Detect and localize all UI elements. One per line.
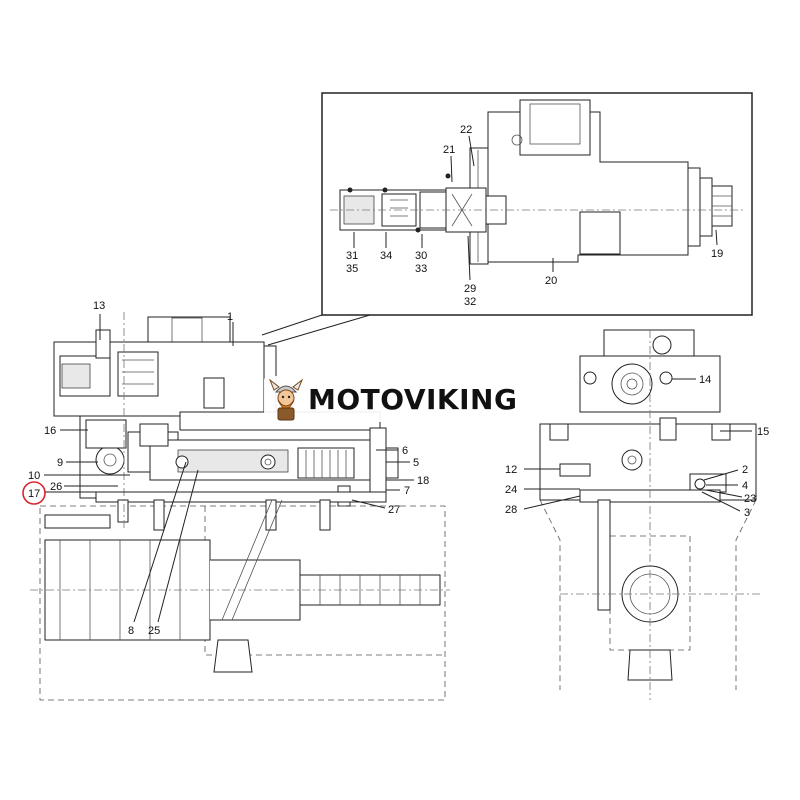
callout-32: 32 — [464, 296, 476, 308]
callout-labels: 22 21 31 35 34 30 33 29 32 20 19 13 1 16… — [28, 124, 769, 637]
solenoid-detail-inset — [261, 92, 753, 346]
callout-5: 5 — [413, 457, 419, 469]
callout-10: 10 — [28, 470, 40, 482]
callout-24: 24 — [505, 484, 517, 496]
callout-13: 13 — [93, 300, 105, 312]
callout-18: 18 — [417, 475, 429, 487]
viking-warrior-icon — [268, 378, 304, 421]
callout-30: 30 — [415, 250, 427, 262]
front-view-leader-lines — [523, 378, 752, 512]
callout-9: 9 — [57, 457, 63, 469]
callout-15: 15 — [757, 426, 769, 438]
callout-26: 26 — [50, 481, 62, 493]
callout-12: 12 — [505, 464, 517, 476]
callout-6: 6 — [402, 445, 408, 457]
callout-3: 3 — [744, 507, 750, 519]
pump-side-view — [30, 312, 450, 701]
callout-35: 35 — [346, 263, 358, 275]
callout-34: 34 — [380, 250, 392, 262]
brand-name: MOTOVIKING — [308, 383, 518, 416]
callout-25: 25 — [148, 625, 160, 637]
callout-27: 27 — [388, 504, 400, 516]
highlight-circle-17 — [22, 481, 46, 505]
callout-33: 33 — [415, 263, 427, 275]
callout-16: 16 — [44, 425, 56, 437]
callout-31: 31 — [346, 250, 358, 262]
callout-20: 20 — [545, 275, 557, 287]
callout-2: 2 — [742, 464, 748, 476]
brand-banner — [264, 376, 534, 422]
callout-29: 29 — [464, 283, 476, 295]
callout-14: 14 — [699, 374, 711, 386]
callout-23: 23 — [744, 493, 756, 505]
callout-17: 17 — [28, 488, 40, 500]
callout-7: 7 — [404, 485, 410, 497]
callout-28: 28 — [505, 504, 517, 516]
callout-1: 1 — [227, 311, 233, 323]
pump-front-view — [539, 329, 760, 700]
main-view-leader-lines — [44, 314, 414, 623]
callout-19: 19 — [711, 248, 723, 260]
callout-8: 8 — [128, 625, 134, 637]
callout-4: 4 — [742, 480, 748, 492]
callout-21: 21 — [443, 144, 455, 156]
callout-22: 22 — [460, 124, 472, 136]
